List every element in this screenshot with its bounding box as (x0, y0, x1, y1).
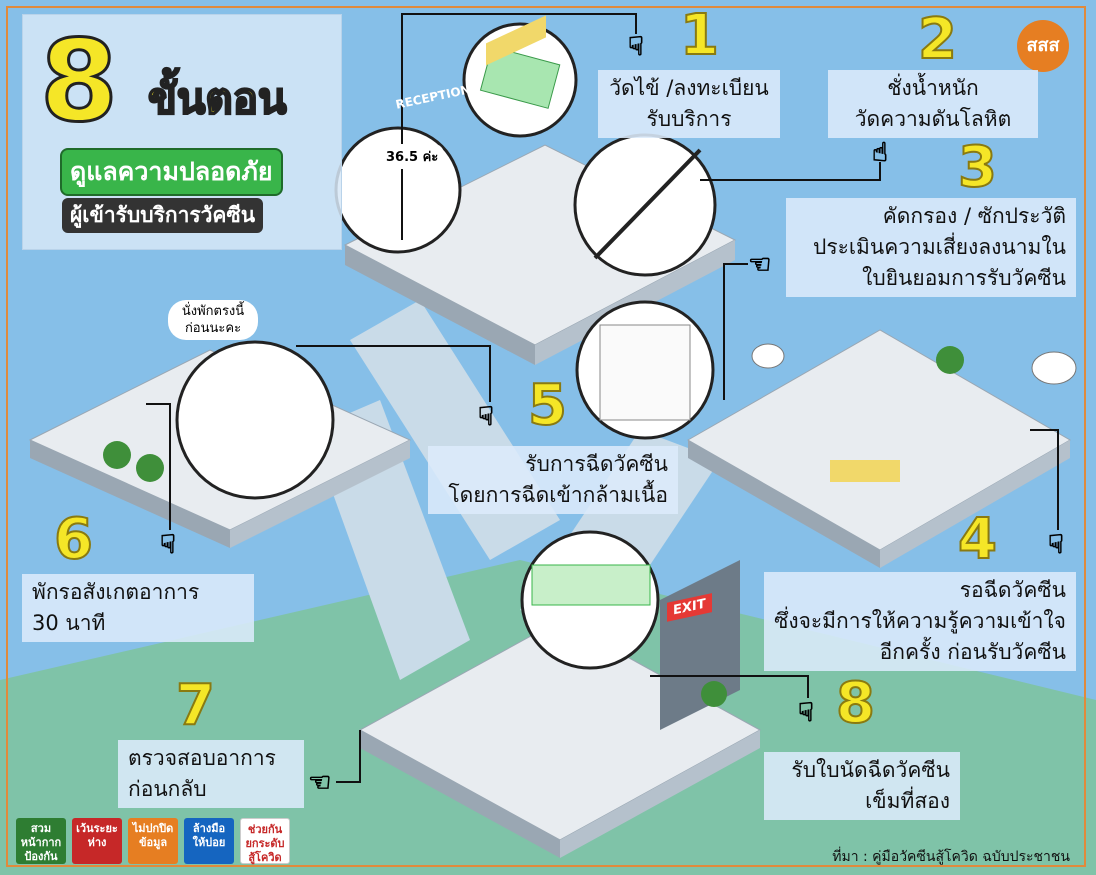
platform-8-side-right (560, 730, 760, 858)
step-1-line: วัดไข้ /ลงทะเบียน (609, 76, 769, 100)
step-3-line: ใบยินยอมการรับวัคซีน (862, 266, 1066, 290)
badge-wash-hands: ล้างมือ ให้บ่อย (184, 818, 234, 864)
badge-line: ยกระดับ (245, 837, 285, 850)
badge-wear-mask: สวม หน้ากาก ป้องกัน (16, 818, 66, 864)
badge-distancing: เว้นระยะ ห่าง (72, 818, 122, 864)
plant-icon-4 (701, 681, 727, 707)
step-2-line: ชั่งน้ำหนัก (887, 76, 979, 100)
step-5-line: รับการฉีดวัคซีน (525, 452, 668, 476)
step-2-line: วัดความดันโลหิต (854, 107, 1012, 131)
step-5-label: รับการฉีดวัคซีน โดยการฉีดเข้ากล้ามเนื้อ (428, 446, 678, 514)
platform-6-side (30, 440, 230, 548)
plant-icon-2 (136, 454, 164, 482)
pointing-hand-icon: ☟ (1048, 530, 1065, 560)
step-5-line: โดยการฉีดเข้ากล้ามเนื้อ (448, 483, 668, 507)
step-8-label: รับใบนัดฉีดวัคซีน เข็มที่สอง (764, 752, 960, 820)
platform-6-side-right (230, 440, 410, 548)
pointing-hand-icon: ☟ (798, 698, 815, 728)
step-1-line: รับบริการ (646, 107, 732, 131)
connector-7 (336, 730, 361, 783)
step-2-number: 2 (917, 7, 958, 72)
badge-line: สู้โควิด (248, 851, 282, 864)
step-1-label: วัดไข้ /ลงทะเบียน รับบริการ (598, 70, 780, 138)
step-8-line: รับใบนัดฉีดวัคซีน (791, 758, 950, 782)
connector-1 (401, 13, 637, 240)
title-number: 8 (39, 17, 120, 147)
step-8-line: เข็มที่สอง (865, 789, 950, 813)
waiting-bench (486, 15, 546, 66)
platform-4-side-right (880, 440, 1070, 568)
appointment-doc (531, 564, 651, 606)
badge-line: ให้บ่อย (192, 836, 226, 849)
step-6-line: 30 นาที (32, 611, 106, 635)
step-3-line: คัดกรอง / ซักประวัติ (882, 204, 1066, 228)
badge-disclose-info: ไม่ปกปิด ข้อมูล (128, 818, 178, 864)
pointing-hand-icon: ☟ (628, 32, 645, 62)
pointing-hand-icon: ☟ (160, 530, 177, 560)
step-4-number: 4 (957, 507, 998, 572)
title-audience: ผู้เข้ารับบริการวัคซีน (62, 198, 264, 233)
step-3-label: คัดกรอง / ซักประวัติ ประเมินความเสี่ยงลง… (786, 198, 1076, 297)
divider-line (593, 148, 702, 260)
waiting-bench-2 (830, 460, 900, 482)
pointing-hand-icon: ☜ (307, 768, 332, 798)
step-4-line: รอฉีดวัคซีน (959, 578, 1066, 602)
plant-icon-3 (936, 346, 964, 374)
step-2-label: ชั่งน้ำหนัก วัดความดันโลหิต (828, 70, 1038, 138)
badge-line: ช่วยกัน (247, 823, 283, 836)
step-7-number: 7 (175, 673, 216, 738)
badge-line: สวม (30, 822, 52, 835)
rest-bubble-line: นั่งพักตรงนี้ (181, 304, 245, 319)
badge-line: หน้ากาก (20, 836, 62, 849)
badge-line: ป้องกัน (24, 850, 58, 863)
step-7-label: ตรวจสอบอาการ ก่อนกลับ (118, 740, 304, 808)
speech-bubble-icon (751, 343, 785, 369)
title-subtitle: ดูแลความปลอดภัย (60, 148, 283, 196)
pointing-hand-icon: ☟ (478, 402, 495, 432)
step-6-line: พักรอสังเกตอาการ (32, 580, 200, 604)
border-frame (6, 6, 1086, 867)
step-5-number: 5 (527, 373, 568, 438)
platform-1-side (345, 245, 535, 365)
pointing-hand-icon: ☜ (747, 250, 772, 280)
platform-4-side (688, 440, 880, 568)
badge-line: ห่าง (87, 836, 107, 849)
pointing-hand-icon: ☝ (872, 138, 889, 168)
speech-bubble-icon-2 (1031, 351, 1077, 385)
step-6-label: พักรอสังเกตอาการ 30 นาที (22, 574, 254, 642)
step-3-number: 3 (957, 135, 998, 200)
step-3-line: ประเมินความเสี่ยงลงนามใน (812, 235, 1066, 259)
step-6-number: 6 (53, 507, 94, 572)
source-credit: ที่มา : คู่มือวัคซีนสู้โควิด ฉบับประชาชน (832, 849, 1070, 865)
step-4-line: ซึ่งจะมีการให้ความรู้ความเข้าใจ (774, 609, 1066, 633)
connector-8 (650, 675, 809, 698)
title-main: ขั้นตอน (147, 74, 288, 123)
badge-line: ข้อมูล (138, 836, 168, 849)
badge-line: เว้นระยะ (76, 822, 118, 835)
form-icon (479, 46, 561, 109)
badge-line: ไม่ปกปิด (132, 822, 174, 835)
badge-line: ล้างมือ (192, 822, 226, 835)
step-1-number: 1 (679, 3, 720, 68)
step-4-label: รอฉีดวัคซีน ซึ่งจะมีการให้ความรู้ความเข้… (764, 572, 1076, 671)
step-7-line: ตรวจสอบอาการ (128, 746, 276, 770)
connector-2 (700, 162, 881, 181)
thaihealth-logo: สสส (1017, 20, 1069, 72)
step-8-number: 8 (835, 671, 876, 736)
circle-injection (175, 340, 335, 500)
badge-fight-covid: ช่วยกัน ยกระดับ สู้โควิด (240, 818, 290, 864)
platform-8-side (360, 730, 560, 858)
consent-doc (599, 324, 691, 421)
rest-bubble-line: ก่อนนะคะ (184, 321, 242, 336)
rest-speech-bubble: นั่งพักตรงนี้ ก่อนนะคะ (168, 300, 258, 340)
connector-3 (723, 263, 748, 400)
step-7-line: ก่อนกลับ (128, 777, 207, 801)
connector-4 (1030, 429, 1059, 530)
step-4-line: อีกครั้ง ก่อนรับวัคซีน (879, 640, 1066, 664)
plant-icon (103, 441, 131, 469)
temperature-bubble: 36.5 ค่ะ (380, 144, 445, 169)
connector-5 (296, 345, 491, 402)
connector-6 (146, 403, 171, 530)
